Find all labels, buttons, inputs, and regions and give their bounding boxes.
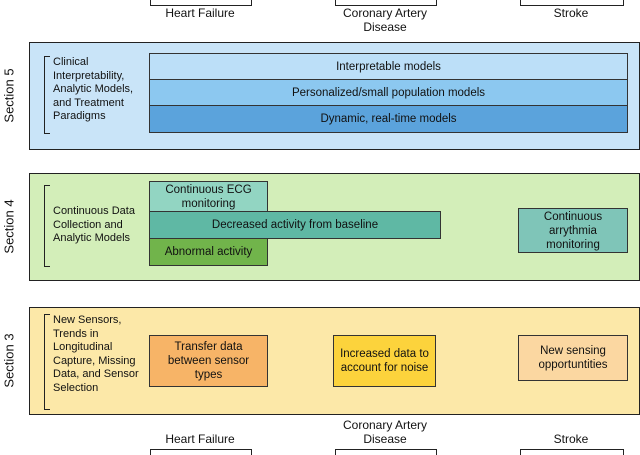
column-bracket [150,449,252,455]
continuous-ecg-monitoring-box: Continuous ECG monitoring [149,181,268,212]
abnormal-activity-box: Abnormal activity [149,238,268,266]
decreased-activity-bar: Decreased activity from baseline [149,211,441,239]
section-4-label: Section 4 [1,198,17,254]
column-bracket [335,0,437,6]
section-bracket [44,56,50,134]
column-bracket [150,0,252,6]
new-sensing-opportunities-box: New sensing opportuntities [518,335,628,381]
column-label-stroke-bottom: Stroke [553,432,589,446]
interpretable-models-bar: Interpretable models [149,53,628,80]
section-3-label: Section 3 [1,332,17,388]
dynamic-models-bar: Dynamic, real-time models [149,105,628,133]
column-bracket [520,449,624,455]
column-label-stroke-top: Stroke [553,6,589,20]
column-label-heart-failure-bottom: Heart Failure [165,432,235,446]
section-5-label: Section 5 [1,67,17,123]
column-label-coronary-artery-disease-top: Coronary Artery Disease [342,6,428,34]
section-5-description: Clinical Interpretability, Analytic Mode… [53,56,134,122]
column-label-coronary-artery-disease-bottom: Coronary Artery Disease [342,418,428,446]
continuous-arrythmia-monitoring-box: Continuous arrythmia monitoring [518,208,628,253]
section-4-description: Continuous Data Collection and Analytic … [53,205,135,244]
column-bracket [335,449,437,455]
transfer-data-box: Transfer data between sensor types [149,335,268,387]
column-bracket [520,0,624,6]
personalized-models-bar: Personalized/small population models [149,79,628,106]
section-3-description: New Sensors, Trends in Longitudinal Capt… [53,314,139,394]
increased-data-box: Increased data to account for noise [333,335,436,387]
column-label-heart-failure-top: Heart Failure [165,6,235,20]
section-bracket [44,314,50,410]
section-bracket [44,185,50,267]
